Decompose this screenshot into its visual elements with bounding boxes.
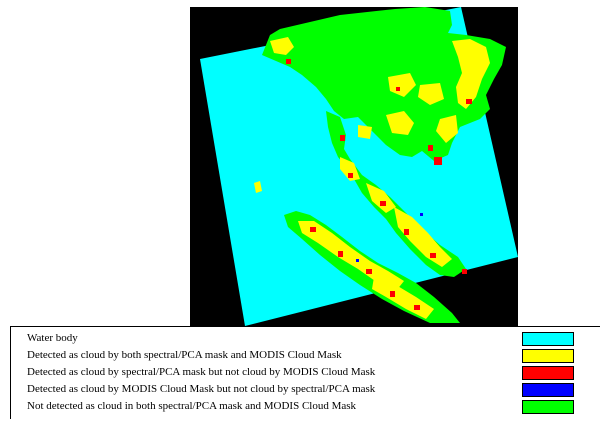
red-speck [310, 227, 316, 232]
red-speck [380, 201, 386, 206]
legend-label-water: Water body [27, 332, 78, 344]
blue-speck [420, 213, 423, 216]
red-speck [466, 99, 472, 104]
red-speck [414, 305, 420, 310]
cloud-patch-northwest [270, 37, 294, 55]
both-cloud-patches [254, 37, 490, 319]
cloud-patch-delta [436, 115, 458, 143]
cloud-patch-inland-mid [418, 83, 444, 105]
legend-swatch-spectral-only [522, 366, 574, 380]
legend-swatch-modis-only [522, 383, 574, 397]
red-speck [430, 253, 436, 258]
legend-swatch-both-cloud [522, 349, 574, 363]
cloud-patch-east-coast [452, 39, 490, 109]
legend-label-modis-only: Detected as cloud by MODIS Cloud Mask bu… [27, 383, 376, 395]
cloud-patch-sumatra-north [298, 221, 404, 291]
red-speck [338, 251, 343, 257]
red-speck [404, 229, 409, 235]
map-legend: Water body Detected as cloud by both spe… [10, 326, 600, 419]
cloud-patch-isthmus [340, 157, 360, 181]
red-speck [390, 291, 395, 297]
cloud-patch-inland-north [388, 73, 416, 97]
red-speck [340, 135, 345, 141]
peninsula-land-area [326, 111, 466, 277]
red-speck [462, 269, 467, 274]
modis-only-cloud-patches [356, 213, 423, 262]
cloud-patch-peninsula-south [394, 207, 452, 267]
legend-label-spectral-only: Detected as cloud by spectral/PCA mask b… [27, 366, 376, 378]
cloud-patch-islet [254, 181, 262, 193]
red-speck [434, 157, 442, 165]
red-speck [396, 87, 400, 91]
legend-swatch-water [522, 332, 574, 346]
red-speck [348, 173, 353, 178]
legend-label-both-cloud: Detected as cloud by both spectral/PCA m… [27, 349, 342, 361]
cloud-patch-gulf-coast [358, 125, 372, 139]
cloud-patch-peninsula-north [366, 183, 396, 213]
legend-label-clear-land: Not detected as cloud in both spectral/P… [27, 400, 357, 412]
cloud-mask-map-image [190, 7, 518, 326]
spectral-only-cloud-patches [286, 59, 472, 310]
cloud-mask-map [190, 7, 518, 326]
cloud-patch-inland-south [386, 111, 414, 135]
red-speck [286, 59, 291, 64]
legend-swatch-clear-land [522, 400, 574, 414]
red-speck [428, 145, 433, 151]
blue-speck [356, 259, 359, 262]
red-speck [366, 269, 372, 274]
